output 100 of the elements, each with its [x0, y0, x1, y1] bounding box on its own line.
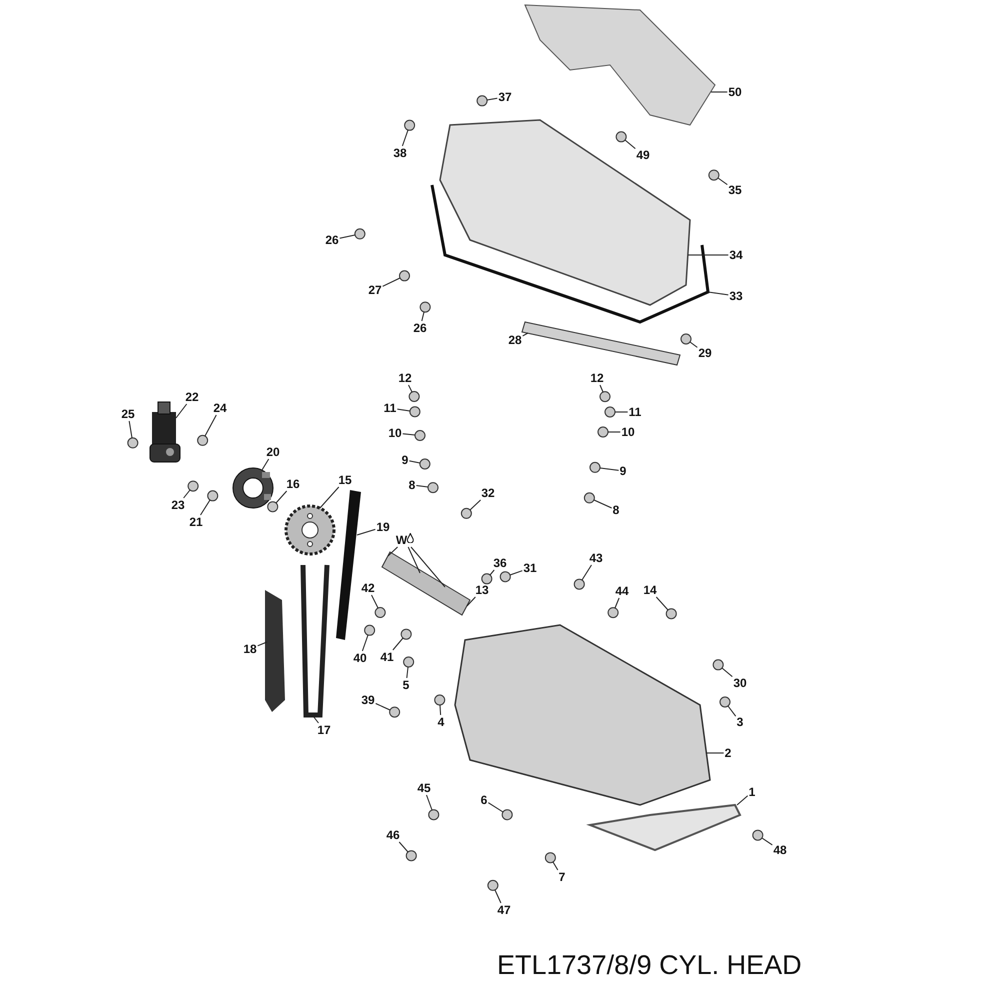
small-part-drawing [598, 426, 608, 438]
head-gasket-drawing [586, 804, 742, 852]
leader-line [440, 704, 442, 716]
callout-number: 29 [697, 346, 713, 360]
callout-number: 9 [618, 464, 628, 478]
small-part-drawing [428, 809, 440, 820]
leader-line [656, 596, 668, 610]
leader-line [688, 254, 729, 256]
callout-number: 11 [628, 405, 642, 419]
small-part-drawing [500, 571, 511, 582]
leader-line [728, 706, 736, 717]
callout-number: 12 [589, 371, 605, 385]
small-part-drawing [502, 809, 513, 820]
leader-line [552, 862, 558, 870]
leader-line [690, 342, 698, 348]
cylinder-head-drawing [454, 624, 711, 806]
rocker-shaft-drawing [521, 321, 681, 366]
callout-number: 16 [285, 477, 301, 491]
callout-number: 10 [387, 426, 403, 440]
leader-line [490, 570, 495, 576]
leader-line [408, 460, 420, 464]
leader-line [600, 384, 604, 392]
small-part-drawing [267, 501, 278, 512]
leader-line [262, 458, 270, 470]
small-part-drawing [354, 228, 366, 240]
camshaft-drawing [381, 551, 471, 616]
small-part-drawing [434, 694, 446, 706]
small-part-drawing [584, 492, 595, 504]
chain-guide-drawing [336, 490, 361, 640]
callout-number: 35 [727, 183, 743, 197]
callout-number: 31 [522, 561, 538, 575]
callout-number: 37 [497, 90, 513, 104]
leader-line [339, 234, 356, 239]
callout-number: 48 [772, 843, 788, 857]
small-part-drawing [680, 334, 692, 344]
small-part-drawing [666, 608, 677, 620]
leader-line [470, 500, 482, 510]
small-part-drawing [590, 462, 600, 473]
callout-number: 10 [620, 425, 636, 439]
leader-line [600, 468, 620, 471]
small-part-drawing [389, 706, 400, 718]
small-part-drawing [708, 170, 720, 181]
leader-line [486, 98, 498, 100]
leader-line [614, 598, 620, 608]
small-part-drawing [414, 430, 426, 441]
callout-number: 28 [507, 333, 523, 347]
leader-line [408, 546, 420, 574]
timing-chain-drawing [300, 564, 330, 718]
callout-number: 46 [385, 828, 401, 842]
leader-line [488, 802, 504, 812]
callout-number: 5 [402, 678, 410, 692]
callout-number: 43 [588, 551, 604, 565]
callout-number: 33 [728, 289, 744, 303]
callout-number: 7 [558, 870, 566, 884]
callout-number: 24 [212, 401, 228, 415]
callout-number: 45 [416, 781, 432, 795]
callout-number: 17 [316, 723, 332, 737]
cam-gear-drawing [232, 468, 274, 508]
small-part-drawing [207, 490, 218, 502]
leader-line [204, 414, 217, 436]
small-part-drawing [752, 830, 764, 841]
callout-number: 26 [324, 233, 340, 247]
callout-number: 44 [614, 584, 630, 598]
small-part-drawing [420, 302, 431, 313]
small-part-drawing [428, 482, 438, 494]
small-part-drawing [604, 406, 616, 418]
leader-line [183, 490, 190, 498]
callout-number: 38 [392, 146, 408, 160]
leader-line [176, 404, 188, 418]
small-part-drawing [419, 458, 430, 470]
leader-line [510, 570, 523, 576]
callout-number: 8 [408, 478, 416, 492]
caption: ETL1737/8/9 CYL. HEAD [497, 950, 802, 981]
small-part-drawing [600, 391, 610, 402]
leader-line [408, 384, 412, 392]
leader-line [706, 752, 724, 754]
leader-line [762, 838, 773, 846]
callout-number: 22 [184, 390, 200, 404]
callout-number: 13 [474, 583, 490, 597]
callout-number: 41 [379, 650, 395, 664]
leader-line [371, 594, 378, 608]
leader-line [594, 500, 612, 508]
leader-line [582, 564, 592, 580]
leader-line [494, 890, 502, 904]
callout-number: 8 [612, 503, 620, 517]
small-part-drawing [487, 880, 498, 891]
leader-line [406, 666, 408, 678]
leader-line [736, 795, 748, 806]
leader-line [392, 638, 404, 650]
small-part-drawing [616, 131, 627, 142]
small-part-drawing [408, 391, 420, 402]
callout-number: 49 [635, 148, 651, 162]
leader-line [416, 485, 428, 488]
chain-tensioner-drawing [150, 402, 180, 462]
callout-number: 19 [375, 520, 391, 534]
callout-number: 9 [400, 453, 410, 467]
small-part-drawing [374, 607, 386, 618]
sprocket-drawing [284, 504, 336, 556]
callout-number: 32 [480, 486, 496, 500]
callout-number: 6 [480, 793, 488, 807]
